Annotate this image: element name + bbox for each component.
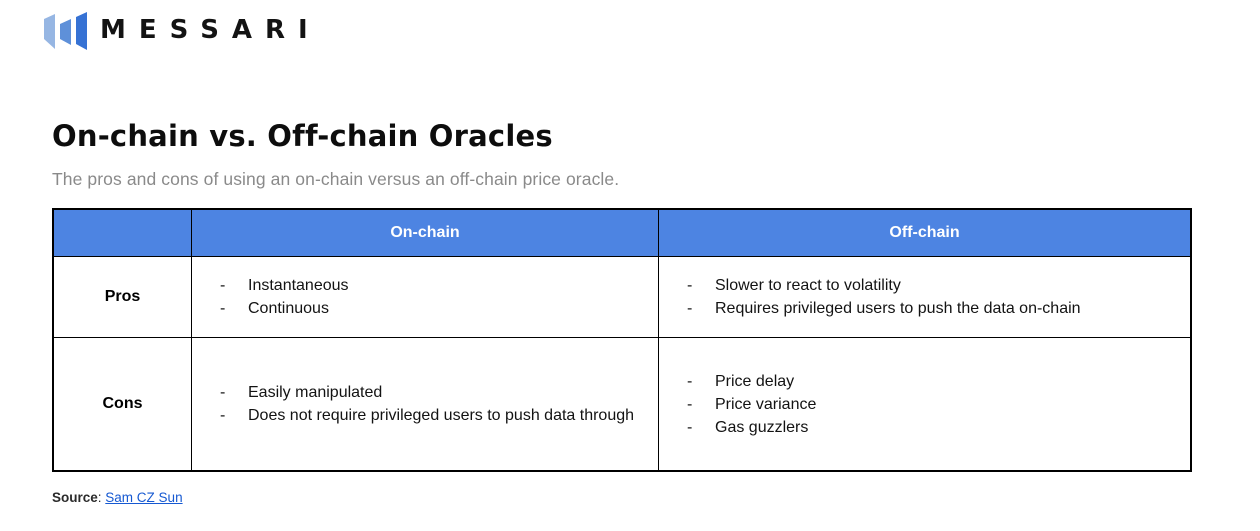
list-item: - Gas guzzlers bbox=[687, 416, 1178, 439]
cell-cons-off-chain: - Price delay - Price variance - Gas guz… bbox=[658, 337, 1190, 470]
source-link[interactable]: Sam CZ Sun bbox=[105, 490, 183, 505]
page-title: On-chain vs. Off-chain Oracles bbox=[52, 119, 553, 153]
bullet-dash: - bbox=[220, 300, 226, 317]
header-cell-off-chain: Off-chain bbox=[658, 210, 1190, 256]
bullet-dash: - bbox=[687, 418, 693, 436]
source-line: Source: Sam CZ Sun bbox=[52, 490, 183, 505]
cell-cons-on-chain: - Easily manipulated - Does not require … bbox=[191, 337, 658, 470]
list-item-text: Gas guzzlers bbox=[715, 418, 809, 436]
table-row-cons: Cons - Easily manipulated - Does not req… bbox=[54, 337, 1190, 470]
brand-header: MESSARI bbox=[44, 11, 321, 51]
bullet-dash: - bbox=[687, 372, 693, 390]
source-separator: : bbox=[97, 490, 106, 505]
row-label-cons: Cons bbox=[54, 337, 191, 470]
list-item: - Continuous bbox=[220, 297, 646, 320]
header-cell-empty bbox=[54, 210, 191, 256]
bullet-dash: - bbox=[687, 395, 693, 413]
bullet-dash: - bbox=[687, 300, 693, 317]
comparison-table: On-chain Off-chain Pros - Instantaneous … bbox=[52, 208, 1192, 472]
row-label-pros: Pros bbox=[54, 256, 191, 337]
list-item: - Does not require privileged users to p… bbox=[220, 404, 646, 427]
list-item: - Price variance bbox=[687, 393, 1178, 416]
list-item-text: Price variance bbox=[715, 395, 817, 413]
bullet-dash: - bbox=[220, 407, 226, 424]
list-item: - Requires privileged users to push the … bbox=[687, 297, 1178, 320]
list-item-text: Price delay bbox=[715, 372, 795, 390]
bullet-dash: - bbox=[220, 277, 226, 294]
bullet-dash: - bbox=[687, 277, 693, 294]
list-item: - Price delay bbox=[687, 370, 1178, 393]
messari-logo-icon bbox=[44, 12, 87, 50]
cell-pros-off-chain: - Slower to react to volatility - Requir… bbox=[658, 256, 1190, 337]
table-header-row: On-chain Off-chain bbox=[54, 210, 1190, 256]
list-item-text: Slower to react to volatility bbox=[715, 277, 901, 294]
list-item: - Easily manipulated bbox=[220, 381, 646, 404]
source-label: Source bbox=[52, 490, 98, 505]
table-row-pros: Pros - Instantaneous - Continuous - bbox=[54, 256, 1190, 337]
list-item-text: Instantaneous bbox=[248, 277, 349, 294]
list-item: - Slower to react to volatility bbox=[687, 274, 1178, 297]
page-subtitle: The pros and cons of using an on-chain v… bbox=[52, 169, 620, 189]
list-item: - Instantaneous bbox=[220, 274, 646, 297]
brand-wordmark: MESSARI bbox=[100, 15, 321, 45]
header-cell-on-chain: On-chain bbox=[191, 210, 658, 256]
cell-pros-on-chain: - Instantaneous - Continuous bbox=[191, 256, 658, 337]
list-item-text: Requires privileged users to push the da… bbox=[715, 300, 1081, 317]
list-item-text: Does not require privileged users to pus… bbox=[248, 407, 635, 424]
bullet-dash: - bbox=[220, 384, 226, 401]
list-item-text: Easily manipulated bbox=[248, 384, 383, 401]
list-item-text: Continuous bbox=[248, 300, 329, 317]
